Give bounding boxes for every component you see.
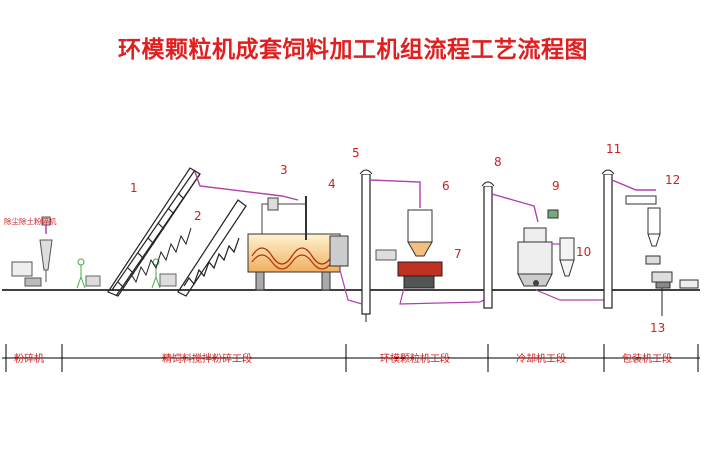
label-9: 9 bbox=[552, 179, 560, 193]
label-8: 8 bbox=[494, 155, 502, 169]
pellet-mill-7 bbox=[375, 249, 443, 289]
conveyor-pipe bbox=[194, 171, 299, 201]
bucket-elevator-2 bbox=[177, 199, 247, 297]
feed-hopper bbox=[85, 273, 177, 287]
label-1: 1 bbox=[130, 181, 138, 195]
section-mixing: 精饲料搅拌粉碎工段 bbox=[162, 352, 252, 365]
bucket-elevator-1 bbox=[107, 167, 201, 297]
cyclone-10 bbox=[552, 237, 575, 277]
dust-crusher-machine bbox=[11, 216, 53, 287]
bucket-elevator-1-truss bbox=[125, 227, 192, 284]
cooler-9 bbox=[517, 209, 559, 287]
section-pellet: 环模颗粒机工段 bbox=[380, 352, 450, 365]
label-11: 11 bbox=[606, 142, 621, 156]
pipe-8-to-9 bbox=[491, 193, 539, 223]
pipe-mixer-to-5 bbox=[339, 269, 363, 305]
label-5: 5 bbox=[352, 146, 360, 160]
pipe-11-to-12 bbox=[611, 179, 656, 191]
elevator-5 bbox=[359, 169, 373, 322]
pipe-5-to-6 bbox=[369, 179, 421, 208]
diagram-title: 环模颗粒机成套饲料加工机组流程工艺流程图 bbox=[118, 37, 588, 63]
silo-6 bbox=[407, 209, 433, 257]
packaging-scale-13 bbox=[651, 271, 699, 316]
section-crusher: 粉碎机 bbox=[14, 352, 44, 365]
section-cooling: 冷却机工段 bbox=[516, 352, 566, 365]
label-6: 6 bbox=[442, 179, 450, 193]
label-7: 7 bbox=[454, 247, 462, 261]
elevator-11 bbox=[601, 169, 615, 309]
label-13: 13 bbox=[650, 321, 665, 335]
label-4: 4 bbox=[328, 177, 336, 191]
label-10: 10 bbox=[576, 245, 591, 259]
mixer-crusher-unit bbox=[247, 196, 349, 291]
pipe-9-to-11 bbox=[535, 289, 604, 301]
label-3: 3 bbox=[280, 163, 288, 177]
section-ticks bbox=[5, 344, 699, 372]
label-2: 2 bbox=[194, 209, 202, 223]
dust-crusher-label: 除尘除土粉碎机 bbox=[4, 216, 57, 226]
elevator-8 bbox=[481, 181, 495, 309]
packaging-machine-12 bbox=[625, 195, 661, 265]
label-12: 12 bbox=[665, 173, 680, 187]
section-packaging: 包装机工段 bbox=[622, 352, 672, 365]
